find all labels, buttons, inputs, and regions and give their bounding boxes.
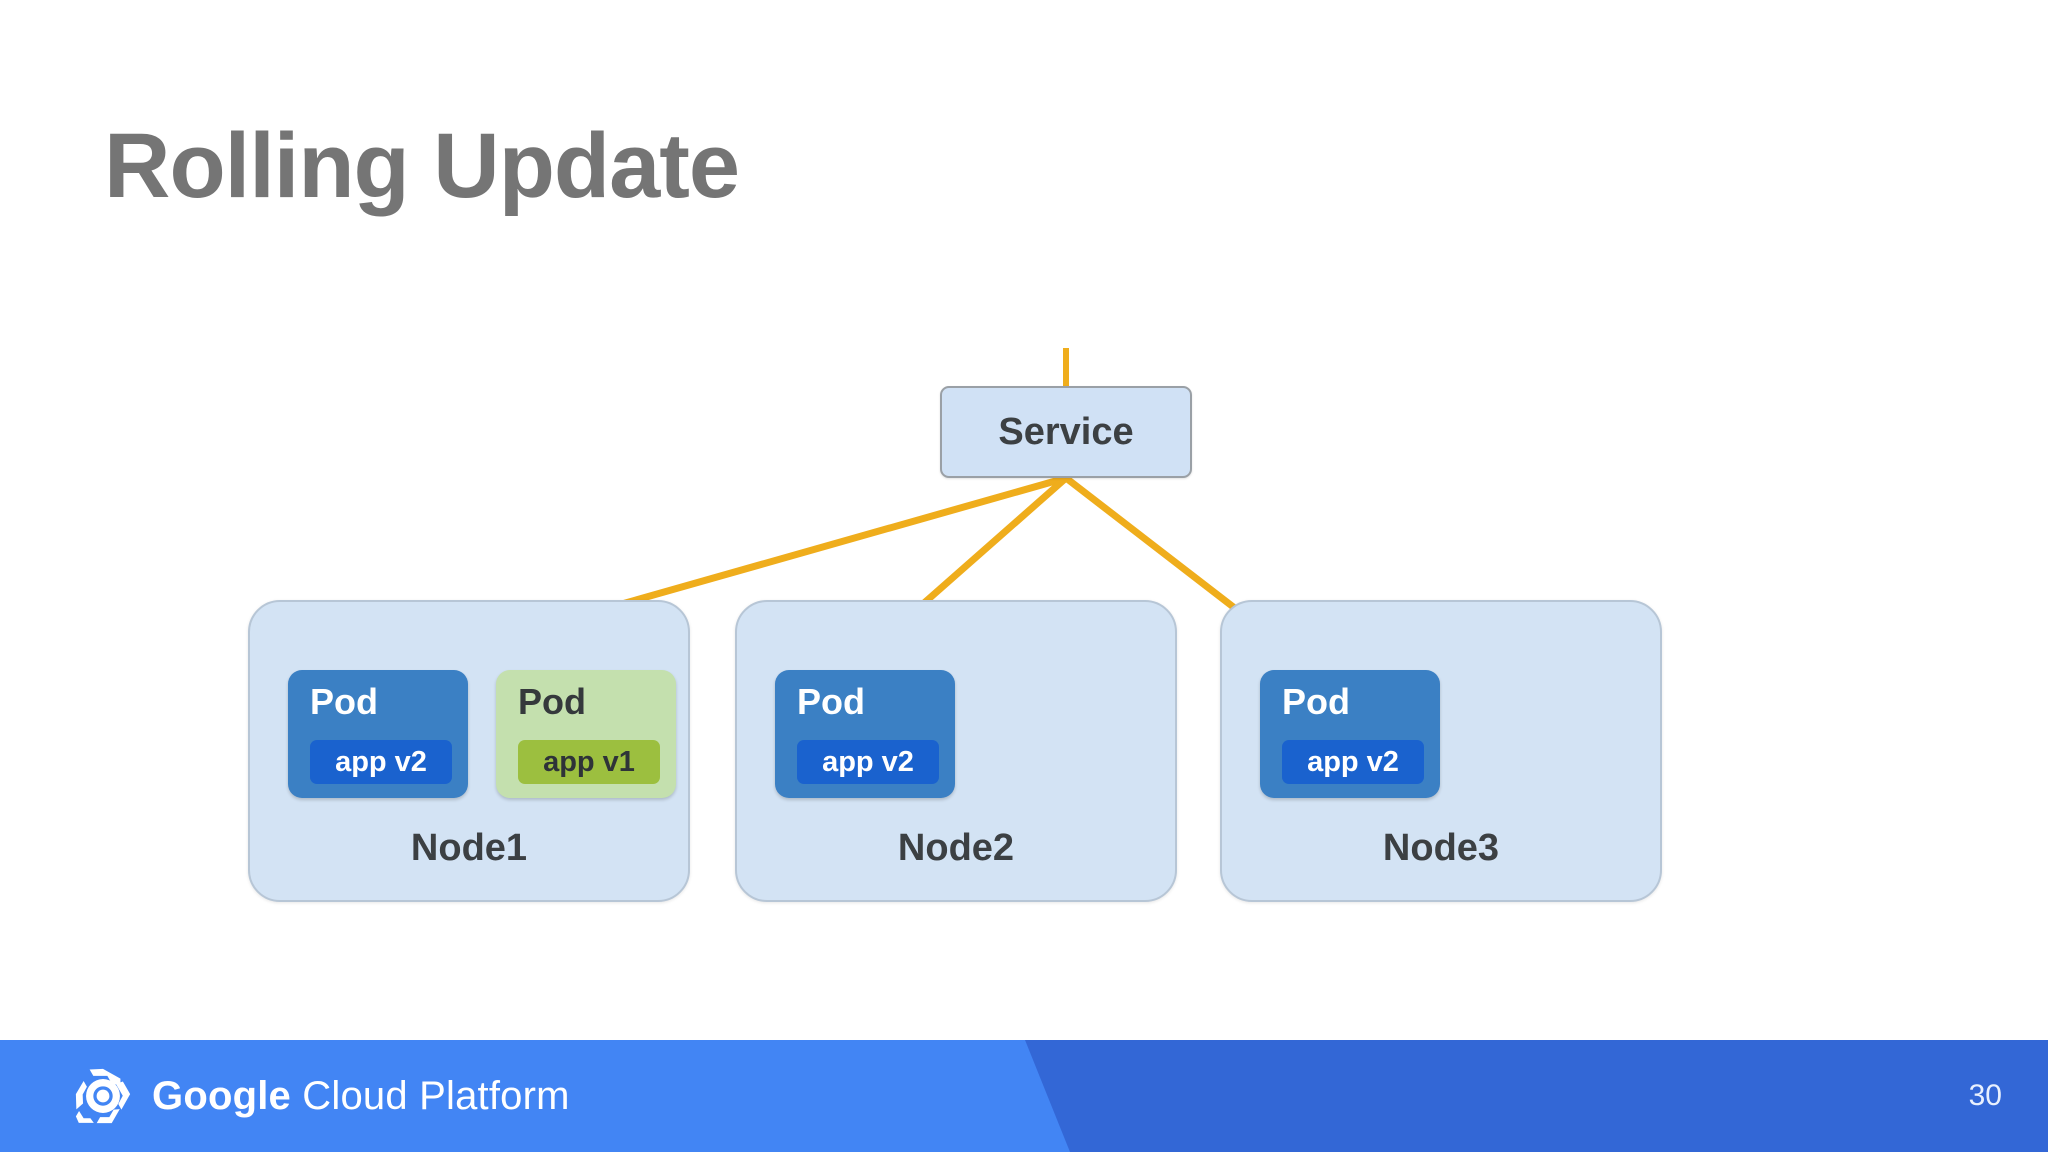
pod-title: Pod [518,681,586,722]
service-box[interactable]: Service [940,386,1192,478]
service-label: Service [998,410,1134,453]
brand-google-text: Google [152,1073,291,1118]
pod-node2-v2[interactable]: Pod app v2 [775,670,955,798]
pods-row-node1: Pod app v2 Pod app v1 [288,670,676,798]
footer-bar: Google Cloud Platform 30 [0,1040,2048,1152]
page-title: Rolling Update [104,115,740,217]
pod-version-badge: app v2 [797,740,939,784]
brand-lockup: Google Cloud Platform [72,1040,570,1152]
footer-diagonal-wedge [1025,1040,2048,1152]
page-number: 30 [1968,1079,2002,1112]
pod-node1-v2[interactable]: Pod app v2 [288,670,468,798]
architecture-diagram: Service Pod app v2 Pod app v1 Node1 Pod [248,348,1662,902]
pods-row-node3: Pod app v2 [1260,670,1440,798]
pod-version-badge: app v2 [1282,740,1424,784]
brand-text: Google Cloud Platform [152,1074,570,1119]
pod-version-badge: app v2 [310,740,452,784]
node-box-node2[interactable]: Pod app v2 Node2 [735,600,1177,902]
node-label: Node2 [897,827,1015,869]
google-cloud-platform-logo-icon [75,1068,131,1124]
pod-node3-v2[interactable]: Pod app v2 [1260,670,1440,798]
pod-title: Pod [1282,681,1350,722]
pod-node1-v1[interactable]: Pod app v1 [496,670,676,798]
node-label: Node3 [1382,827,1500,869]
pod-version-badge: app v1 [518,740,660,784]
pods-row-node2: Pod app v2 [775,670,955,798]
brand-cloud-platform-text: Cloud Platform [290,1073,570,1118]
pod-title: Pod [797,681,865,722]
pod-title: Pod [310,681,378,722]
node-box-node3[interactable]: Pod app v2 Node3 [1220,600,1662,902]
node-label: Node1 [410,827,528,869]
node-box-node1[interactable]: Pod app v2 Pod app v1 Node1 [248,600,690,902]
